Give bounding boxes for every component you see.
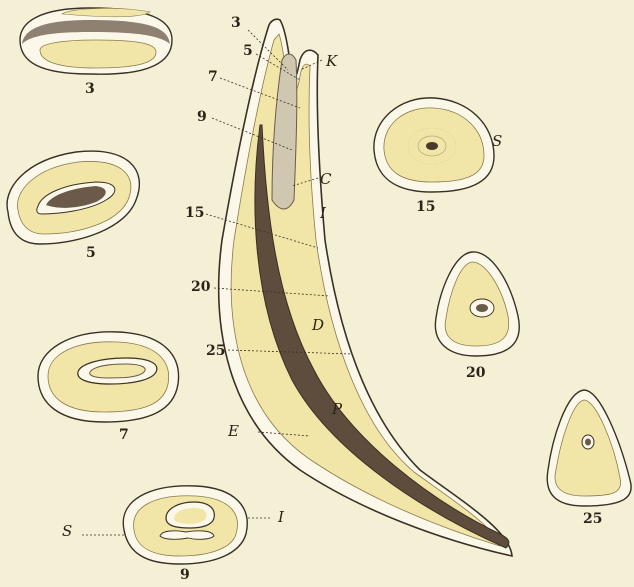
section-25-label: 25 — [583, 512, 602, 526]
section-7 — [38, 332, 179, 422]
section-9-label: 9 — [180, 568, 190, 582]
tooth-level-20-label: 20 — [191, 280, 210, 294]
section-15-letter-s: S — [492, 134, 502, 149]
section-15-label: 15 — [416, 200, 435, 214]
section-7-label: 7 — [119, 428, 129, 442]
tooth-level-9-label: 9 — [197, 110, 207, 124]
section-9-letter-s: S — [62, 524, 72, 539]
letter-k-label: K — [326, 54, 337, 69]
section-5-label: 5 — [86, 246, 96, 260]
tooth-level-25-label: 25 — [206, 344, 225, 358]
letter-i-label: I — [320, 206, 326, 221]
tooth-level-15-label: 15 — [185, 206, 204, 220]
section-15 — [374, 98, 494, 192]
section-20-label: 20 — [466, 366, 485, 380]
letter-d-label: D — [312, 318, 324, 333]
section-3-label: 3 — [85, 82, 95, 96]
tooth-level-7-label: 7 — [208, 70, 218, 84]
section-9-letter-i: I — [278, 510, 284, 525]
letter-p-label: P — [332, 402, 342, 417]
letter-e-label: E — [228, 424, 239, 439]
section-9 — [123, 486, 247, 564]
letter-c-label: C — [320, 172, 331, 187]
section-5 — [7, 151, 139, 244]
section-20 — [435, 252, 519, 356]
tooth-level-3-label: 3 — [231, 16, 241, 30]
tooth-level-5-label: 5 — [243, 44, 253, 58]
section-25 — [547, 390, 631, 506]
section-3 — [20, 8, 172, 74]
